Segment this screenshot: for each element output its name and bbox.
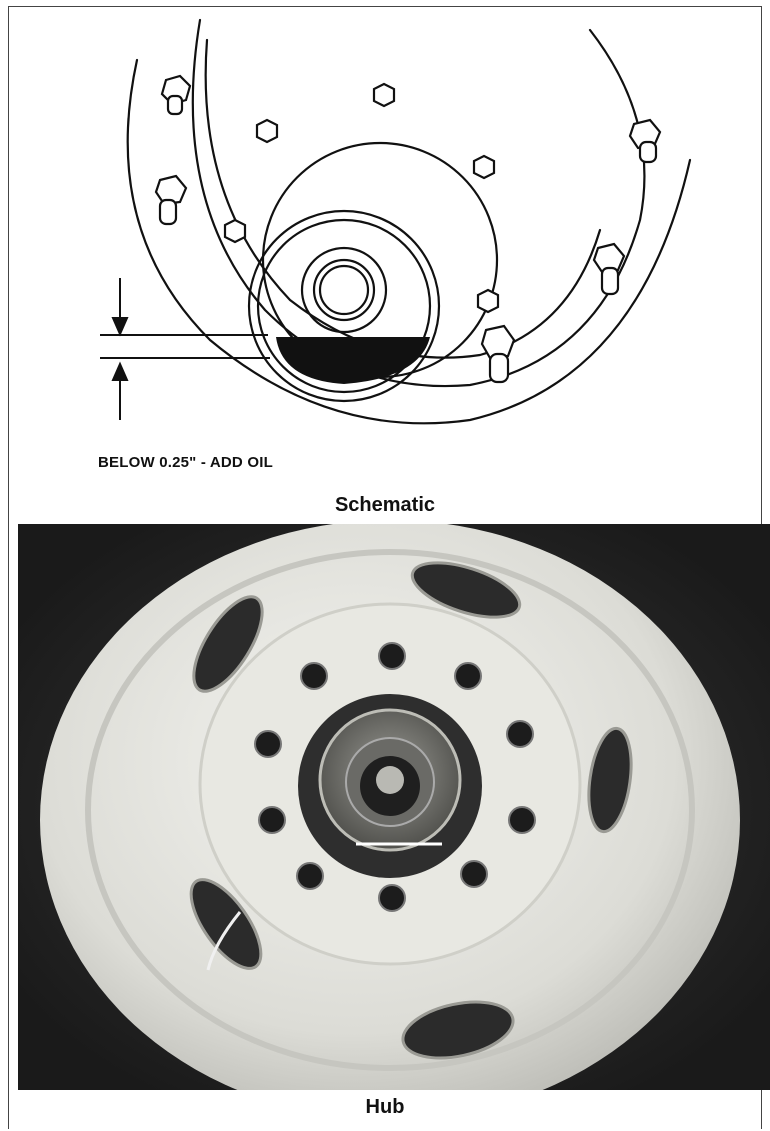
center-plug-core: [320, 266, 368, 314]
center-plug-inner: [314, 260, 374, 320]
hub-bolt: [257, 120, 277, 142]
hub-bolt: [474, 156, 494, 178]
wheel-stud: [630, 120, 660, 162]
arrow-down-head: [113, 318, 127, 334]
drum-arc: [193, 20, 645, 386]
lug-nut: [255, 731, 281, 757]
wheel-stud: [594, 244, 624, 294]
hub-bolt: [225, 220, 245, 242]
lug-nut: [507, 721, 533, 747]
arrow-up-head: [113, 364, 127, 380]
schematic-drawing: [0, 0, 770, 520]
lug-nut: [461, 861, 487, 887]
wheel-rim-arc: [128, 60, 690, 423]
hub-photo: [18, 524, 770, 1090]
hub-bolt: [374, 84, 394, 106]
schematic-caption: Schematic: [0, 494, 770, 517]
oil-level-note: BELOW 0.25" - ADD OIL: [98, 454, 273, 471]
wheel-stud: [162, 76, 190, 114]
lug-nut: [379, 643, 405, 669]
lug-nut: [259, 807, 285, 833]
wheel-stud: [156, 176, 186, 224]
lug-nut: [509, 807, 535, 833]
lug-nut: [301, 663, 327, 689]
lug-nut: [379, 885, 405, 911]
lug-nut: [455, 663, 481, 689]
hub-bolt: [478, 290, 498, 312]
lug-nut: [297, 863, 323, 889]
photo-caption: Hub: [0, 1096, 770, 1119]
